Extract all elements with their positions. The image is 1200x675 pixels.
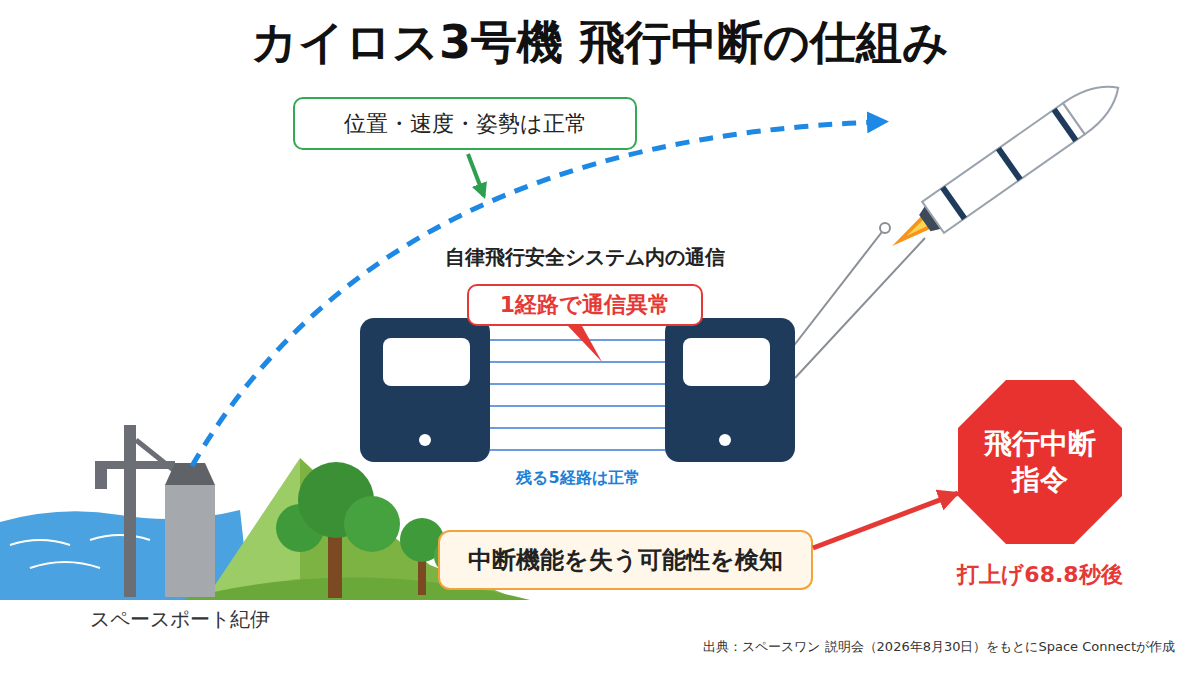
flight-trajectory bbox=[192, 122, 878, 466]
diagram-title: カイロス3号機 飛行中断の仕組み bbox=[0, 12, 1200, 74]
antenna-tip bbox=[880, 223, 890, 233]
flow-arrow bbox=[813, 493, 958, 548]
system-caption: 自律飛行安全システム内の通信 bbox=[375, 244, 795, 271]
rocket-band bbox=[1052, 108, 1079, 143]
wave-line bbox=[90, 535, 150, 540]
fault-pointer bbox=[568, 326, 602, 362]
tower-arm bbox=[95, 469, 107, 489]
unit-window bbox=[683, 338, 770, 386]
comm-path bbox=[490, 405, 665, 407]
node-text: 1経路で通信異常 bbox=[500, 290, 670, 320]
rocket-band bbox=[996, 147, 1023, 182]
node-text: 位置・速度・姿勢は正常 bbox=[344, 109, 587, 139]
octagon-shape bbox=[958, 380, 1122, 544]
tree-canopy bbox=[344, 496, 400, 552]
comm-path bbox=[490, 339, 665, 341]
rocket-body bbox=[922, 103, 1085, 233]
unit-light bbox=[419, 434, 431, 446]
wave-line bbox=[30, 562, 100, 568]
wave-line bbox=[10, 540, 70, 545]
antenna-line bbox=[795, 238, 925, 378]
detection-box: 中断機能を失う可能性を検知 bbox=[438, 530, 813, 590]
comm-path bbox=[490, 427, 665, 429]
site-name: スペースポート紀伊 bbox=[40, 606, 320, 633]
comm-path bbox=[490, 383, 665, 385]
launch-tower bbox=[124, 425, 136, 597]
rocket bbox=[881, 72, 1129, 261]
rocket-nose bbox=[1063, 72, 1129, 134]
node-text: 飛行中断 指令 bbox=[975, 426, 1105, 499]
path-note: 残る5経路は正常 bbox=[448, 468, 708, 489]
system-unit bbox=[360, 318, 490, 462]
timing-note: 打上げ68.8秒後 bbox=[900, 560, 1180, 590]
comm-path bbox=[490, 449, 665, 451]
unit-window bbox=[383, 338, 470, 386]
building-roof bbox=[165, 463, 215, 485]
alert-box: 1経路で通信異常 bbox=[467, 284, 703, 326]
leader-arrow bbox=[468, 154, 484, 196]
source-note: 出典：スペースワン 説明会（2026年8月30日）をもとにSpace Conne… bbox=[575, 638, 1175, 656]
launch-building bbox=[165, 485, 215, 597]
system-unit bbox=[665, 318, 795, 462]
unit-light bbox=[719, 434, 731, 446]
tower-brace bbox=[136, 440, 176, 472]
abort-octagon: 飛行中断 指令 bbox=[958, 380, 1122, 544]
comm-path bbox=[490, 361, 665, 363]
octagon-fill bbox=[958, 380, 1122, 544]
status-box: 位置・速度・姿勢は正常 bbox=[293, 97, 637, 150]
node-text: 中断機能を失う可能性を検知 bbox=[468, 544, 783, 576]
rocket-band bbox=[940, 186, 967, 221]
